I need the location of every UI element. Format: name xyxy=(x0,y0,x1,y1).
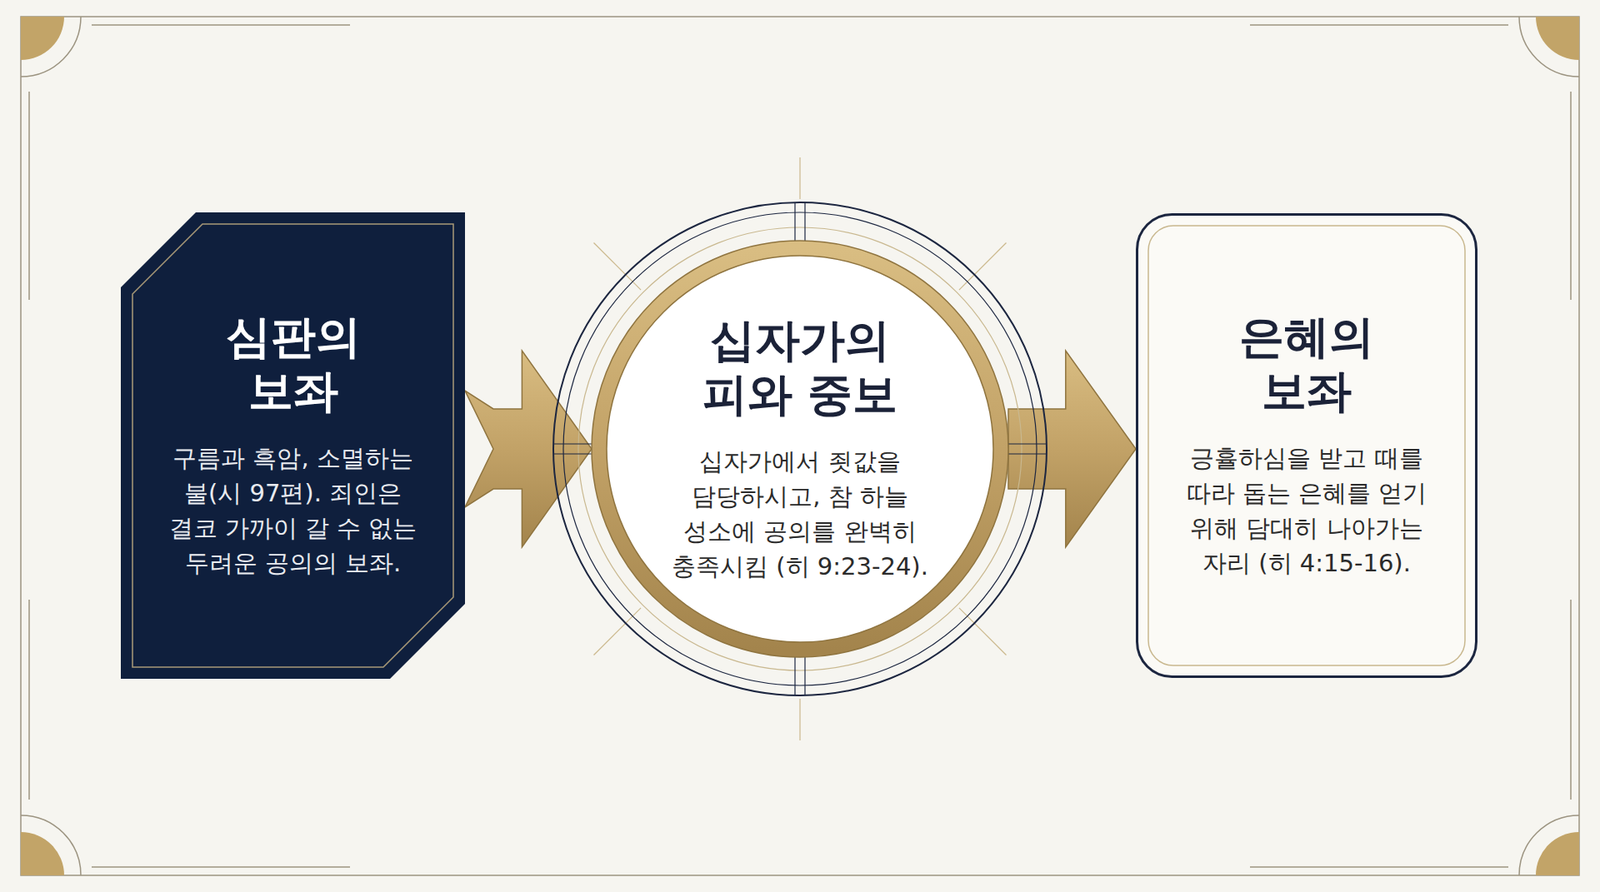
node-body: 구름과 흑암, 소멸하는 불(시 97편). 죄인은 결코 가까이 갈 수 없는… xyxy=(168,440,419,581)
ring-divider xyxy=(804,657,805,696)
node-content: 은혜의 보좌긍휼하심을 받고 때를 따라 돕는 은혜를 얻기 위해 담대히 나아… xyxy=(1135,213,1478,679)
corner-arcs xyxy=(20,16,1580,876)
circle-ornament xyxy=(553,157,1047,741)
node-title: 십자가의 피와 중보 xyxy=(687,314,913,423)
ring-divider xyxy=(1008,453,1047,455)
ring-divider xyxy=(794,657,795,696)
gold-ring xyxy=(599,248,1001,650)
gold-ring-edge xyxy=(591,240,1009,658)
node-title: 심판의 보좌 xyxy=(201,310,385,420)
ray-line xyxy=(799,157,800,200)
corner-ornaments xyxy=(20,16,1580,876)
outer-ring xyxy=(563,212,1037,686)
flow-arrow xyxy=(465,350,592,548)
ring-divider xyxy=(794,202,795,241)
ring-divider xyxy=(553,443,592,445)
inner-border xyxy=(132,224,454,668)
ray-line xyxy=(799,699,800,741)
frame-line xyxy=(20,16,1580,876)
cross-circle: 십자가의 피와 중보십자가에서 죗값을 담당하시고, 참 하늘 성소에 공의를 … xyxy=(550,199,1050,700)
mid-ring xyxy=(578,227,1022,671)
box-fill xyxy=(120,212,465,680)
node-content: 심판의 보좌구름과 흑암, 소멸하는 불(시 97편). 죄인은 결코 가까이 … xyxy=(120,212,465,680)
box-fill xyxy=(1137,215,1477,678)
node-content: 십자가의 피와 중보십자가에서 죗값을 담당하시고, 참 하늘 성소에 공의를 … xyxy=(550,199,1050,700)
node-body: 십자가에서 죗값을 담당하시고, 참 하늘 성소에 공의를 완벽히 충족시킴 (… xyxy=(658,444,942,585)
ring-divider xyxy=(804,202,805,241)
node-body: 긍휼하심을 받고 때를 따라 돕는 은혜를 얻기 위해 담대히 나아가는 자리 … xyxy=(1173,440,1440,581)
node-title: 은혜의 보좌 xyxy=(1215,310,1399,420)
inner-border xyxy=(1148,225,1465,666)
ring-divider xyxy=(1008,443,1047,445)
gold-ring-edge xyxy=(606,255,994,643)
grace-box: 은혜의 보좌긍휼하심을 받고 때를 따라 돕는 은혜를 얻기 위해 담대히 나아… xyxy=(1135,213,1478,679)
flow-arrow xyxy=(1008,350,1136,548)
judgment-box: 심판의 보좌구름과 흑암, 소멸하는 불(시 97편). 죄인은 결코 가까이 … xyxy=(120,212,465,680)
ring-divider xyxy=(553,453,592,455)
outer-ring xyxy=(553,202,1047,696)
